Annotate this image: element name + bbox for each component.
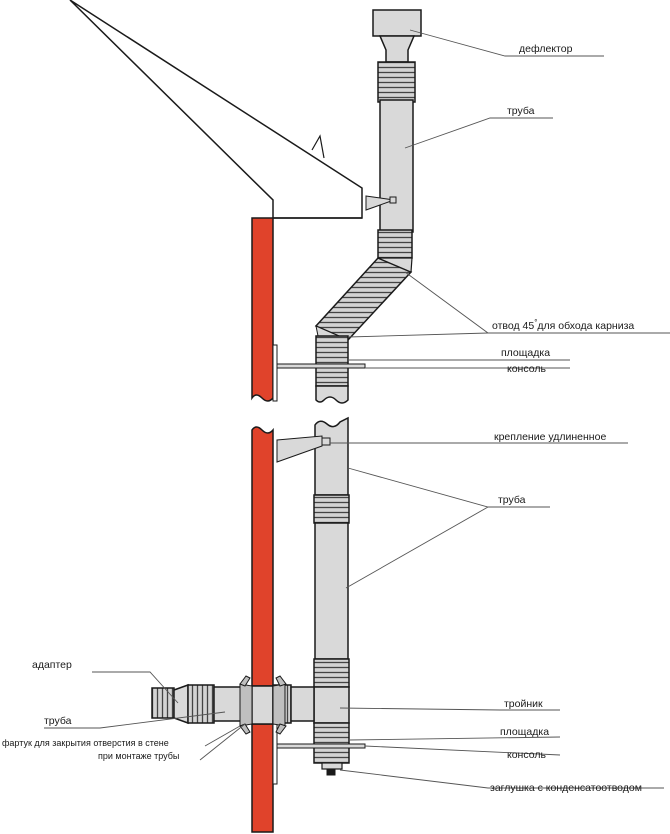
wall-lower <box>251 426 278 833</box>
label-elbow: отвод 45°для обхода карниза <box>492 318 634 332</box>
condensate-drain <box>326 768 336 776</box>
tee <box>276 686 366 776</box>
label-pipe-mid: труба <box>498 494 526 506</box>
deflector <box>372 9 422 63</box>
leader-lines <box>44 29 670 789</box>
label-cap: заглушка с конденсатоотводом <box>490 782 642 794</box>
roof-eave <box>69 0 363 219</box>
pipe-under-elbow <box>276 335 366 404</box>
wall-apron-plate <box>272 723 278 785</box>
cap <box>321 762 343 770</box>
label-platform-top: площадка <box>501 347 550 359</box>
label-deflector: дефлектор <box>519 43 573 55</box>
horizontal-pipe <box>151 675 315 735</box>
label-tee: тройник <box>504 698 543 710</box>
label-platform-bottom: площадка <box>500 726 549 738</box>
label-apron-line2: при монтаже трубы <box>98 751 179 761</box>
label-apron-line1: фартук для закрытия отверстия в стене <box>2 738 169 748</box>
label-pipe-top: труба <box>507 105 535 117</box>
wall-bracket-plate <box>272 344 278 402</box>
adapter <box>151 687 175 719</box>
pipe-upper <box>365 61 416 259</box>
wall-upper <box>251 217 278 402</box>
labels: дефлектор труба отвод 45°для обхода карн… <box>2 43 642 794</box>
console-lower <box>276 743 366 749</box>
label-console-top: консоль <box>507 363 546 375</box>
pipe-middle <box>276 416 350 688</box>
elbow-45 <box>314 257 413 341</box>
label-mount-extended: крепление удлиненное <box>494 431 606 443</box>
label-pipe-left: труба <box>44 715 72 727</box>
label-adapter: адаптер <box>32 659 72 671</box>
console-upper <box>276 363 366 369</box>
roof-bracket-mark <box>311 134 325 159</box>
label-console-bottom: консоль <box>507 749 546 761</box>
